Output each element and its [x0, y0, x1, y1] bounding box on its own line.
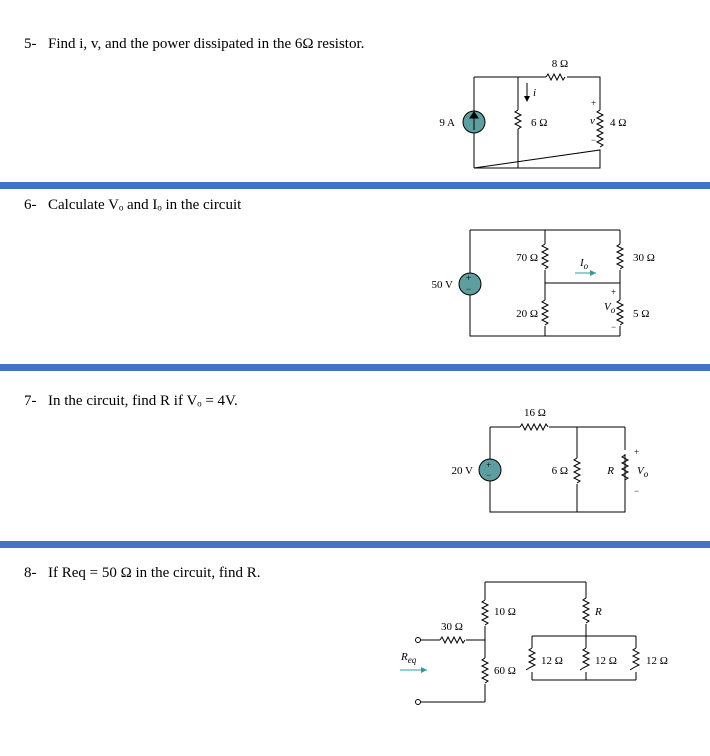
resistor-10ohm: [480, 599, 490, 626]
plus-sign: +: [634, 447, 639, 457]
resistor-60ohm: [480, 657, 490, 684]
question-8: 8- If Req = 50 Ω in the circuit, find R.: [24, 565, 260, 582]
r-label: 16 Ω: [524, 407, 546, 419]
resistor-r: [581, 597, 591, 624]
question-number: 6-: [24, 197, 37, 213]
source-label: 9 A: [439, 117, 455, 129]
resistor-12ohm: [525, 647, 537, 671]
minus-sign: −: [591, 135, 596, 145]
resistor-30ohm: [615, 243, 625, 270]
plus-sign: +: [611, 287, 616, 297]
r-label: R: [606, 465, 614, 477]
resistor-6ohm: [572, 457, 582, 484]
r-label: 60 Ω: [494, 665, 516, 677]
resistor-30ohm: [439, 635, 466, 645]
r-label: 10 Ω: [494, 606, 516, 618]
voltage-symbol: V: [637, 465, 645, 477]
resistor-70ohm: [540, 243, 550, 270]
question-number: 8-: [24, 565, 37, 581]
section-divider: [0, 182, 710, 189]
voltage-subscript: o: [644, 469, 649, 479]
r-label: 8 Ω: [552, 58, 568, 70]
r-label: R: [594, 606, 602, 618]
current-subscript: o: [584, 261, 589, 271]
voltage-subscript: o: [611, 305, 616, 315]
r-label: 6 Ω: [552, 465, 568, 477]
req-symbol: R: [400, 651, 408, 663]
resistor-5ohm: [615, 299, 625, 326]
circuit-7-diagram: [478, 422, 626, 513]
question-text: Find i, v, and the power dissipated in t…: [48, 36, 365, 52]
resistor-20ohm: [540, 299, 550, 326]
voltage-label: Vo: [604, 301, 616, 315]
source-label: 50 V: [432, 279, 454, 291]
plus-sign: +: [466, 273, 471, 283]
voltage-source: [458, 272, 482, 296]
question-text: In the circuit, find R if Vₒ = 4V.: [48, 393, 238, 409]
r-label: 20 Ω: [516, 308, 538, 320]
minus-sign: −: [486, 470, 491, 480]
question-number: 5-: [24, 36, 37, 52]
resistor-r: [620, 454, 630, 481]
r-label: 30 Ω: [441, 621, 463, 633]
voltage-symbol: V: [604, 301, 612, 313]
plus-sign: +: [486, 460, 491, 470]
wire-gap: [622, 450, 628, 454]
source-label: 20 V: [452, 465, 474, 477]
resistor-16ohm: [519, 422, 549, 432]
minus-sign: −: [611, 322, 616, 332]
question-text: If Req = 50 Ω in the circuit, find R.: [48, 565, 261, 581]
resistor-12ohm: [629, 647, 641, 671]
plus-sign: +: [591, 98, 596, 108]
question-6: 6- Calculate Vₒ and Iₒ in the circuit: [24, 197, 241, 214]
section-divider: [0, 364, 710, 371]
r-label: 5 Ω: [633, 308, 649, 320]
r-label: 6 Ω: [531, 117, 547, 129]
circuit-5-diagram: [462, 72, 605, 169]
question-text: Calculate Vₒ and Iₒ in the circuit: [48, 197, 242, 213]
r-label: 12 Ω: [541, 655, 563, 667]
resistor-8ohm: [545, 72, 566, 82]
r-label: 70 Ω: [516, 252, 538, 264]
current-symbol: I: [579, 257, 585, 269]
section-divider: [0, 541, 710, 548]
req-label: Req: [400, 651, 417, 665]
r-label: 12 Ω: [595, 655, 617, 667]
req-subscript: eq: [408, 655, 417, 665]
minus-sign: −: [466, 284, 471, 294]
question-number: 7-: [24, 393, 37, 409]
circuit-6-diagram: [458, 229, 625, 337]
circuit-8-diagram: [400, 581, 641, 705]
r-label: 12 Ω: [646, 655, 668, 667]
minus-sign: −: [634, 486, 639, 496]
resistor-12ohm: [579, 647, 591, 671]
resistor-4ohm: [595, 109, 605, 148]
r-label: 4 Ω: [610, 117, 626, 129]
question-5: 5- Find i, v, and the power dissipated in…: [24, 36, 364, 53]
resistor-6ohm: [513, 109, 523, 130]
r-label: 30 Ω: [633, 252, 655, 264]
current-label: Io: [579, 257, 589, 271]
current-label: i: [533, 87, 536, 99]
voltage-label: v: [590, 115, 595, 127]
voltage-source: [478, 458, 502, 482]
question-7: 7- In the circuit, find R if Vₒ = 4V.: [24, 393, 238, 410]
voltage-label: Vo: [637, 465, 649, 479]
